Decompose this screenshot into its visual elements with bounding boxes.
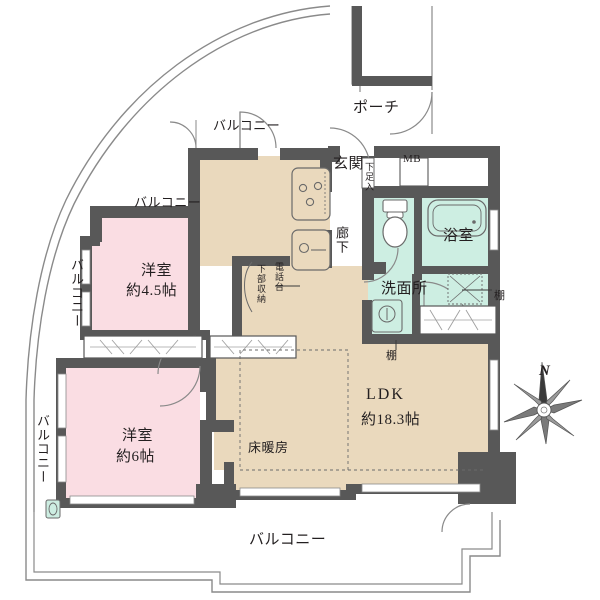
window-bath-right <box>489 209 499 251</box>
wall-washroom-bottom <box>362 334 494 344</box>
leader-lines <box>275 285 492 350</box>
bedroom-6-area: 約6帖 <box>116 449 156 465</box>
window-ldk-right <box>489 359 499 431</box>
shelf-right-label: 棚 <box>494 290 506 302</box>
wall-wet-top <box>374 186 500 198</box>
toilet-icon <box>382 199 408 248</box>
door-arc-balcony-top <box>169 121 197 149</box>
gas-stove-icon <box>291 167 331 221</box>
wall-wet-top-left <box>362 186 378 198</box>
bedroom-6-floor-fill <box>64 368 210 508</box>
wall-porch-left <box>352 6 362 84</box>
floor-heating-label: 床暖房 <box>248 440 289 455</box>
bedroom-45-floor-fill <box>100 218 196 330</box>
wall-b45-left-step <box>80 236 100 246</box>
corridor-label: 廊下 <box>334 226 349 254</box>
closet-group <box>83 305 497 359</box>
kitchen-fixtures <box>291 167 331 271</box>
window-b6-bottom <box>69 495 195 505</box>
balcony-bottom-inner <box>33 512 493 585</box>
bedroom-45-area: 約4.5帖 <box>126 283 178 299</box>
wall-toilet-left <box>362 196 374 280</box>
door-arc-balcony-right <box>441 503 471 533</box>
window-ldk-bottom-2 <box>361 483 481 493</box>
balcony-bottom-outline <box>25 520 501 593</box>
door-arc-bedroom6 <box>159 365 201 407</box>
bathroom-label: 浴室 <box>443 228 475 244</box>
wall-corner-block-bl <box>196 484 236 508</box>
wall-washroom-left <box>362 300 372 342</box>
wall-ldk-left <box>206 340 216 426</box>
entrance-label: 玄関 <box>333 156 365 172</box>
compass-north-label: N <box>539 363 551 379</box>
wall-b45-right <box>188 266 200 336</box>
bathtub-icon <box>427 199 487 237</box>
wall-b45-left-a <box>90 206 102 242</box>
wall-bottom-right-block <box>458 452 502 504</box>
lower-storage-label: 下部収納 <box>256 264 266 304</box>
wall-porch-bottom <box>352 76 432 86</box>
shoe-box <box>361 157 375 189</box>
wall-b45-top <box>90 206 198 218</box>
wall-b45-bottom <box>80 330 210 340</box>
porch-label: ポーチ <box>353 100 400 116</box>
balcony-label-left-low: バルコニー <box>35 414 50 484</box>
wall-bath-bottom <box>414 266 494 274</box>
wall-toilet-right <box>414 196 422 280</box>
wall-ldk-bottom-step <box>346 484 356 500</box>
wall-kitchen-top <box>188 148 258 160</box>
window-b45-left-2 <box>81 291 91 327</box>
wall-closet-right <box>232 256 242 352</box>
wall-washroom-topleft <box>362 262 386 274</box>
wall-storage-top <box>232 256 290 266</box>
door-group <box>157 91 471 533</box>
shelf-low-label: 棚 <box>386 350 398 362</box>
water-tap-icon <box>45 499 61 519</box>
porch-thin-1 <box>351 6 428 85</box>
phone-stand-label: 電話台 <box>274 262 284 292</box>
washroom-fixtures <box>371 273 483 333</box>
wall-b6-left <box>56 358 66 508</box>
door-arc-balcony-kitchen <box>239 111 277 149</box>
door-arc-porch-front <box>389 91 433 135</box>
balcony-label-bottom: バルコニー <box>249 532 327 548</box>
meter-box <box>399 157 429 187</box>
wall-b6-top <box>56 358 212 368</box>
door-arc-toilet <box>363 247 399 283</box>
window-b6-left-2 <box>57 435 67 483</box>
shoe-box-label: 下足入 <box>364 162 374 192</box>
window-b6-left-1 <box>57 373 67 429</box>
window-ldk-bottom-1 <box>239 487 341 497</box>
meter-box-label: MB <box>403 153 422 165</box>
storage-bracket <box>244 261 253 313</box>
balcony-label-top-2: バルコニー <box>134 195 202 210</box>
building-arc-inner <box>33 13 331 401</box>
balcony-label-left-mid: バルコニー <box>69 258 84 328</box>
ldk-name: LDK <box>366 386 405 403</box>
balcony-label-top-1: バルコニー <box>213 118 281 133</box>
wall-washroom-mid <box>412 274 420 336</box>
window-group <box>57 209 499 505</box>
washroom-label: 洗面所 <box>381 281 428 297</box>
wall-mb-top <box>374 146 428 158</box>
wall-b6-right-step <box>200 420 234 432</box>
window-b45-left-1 <box>81 249 91 285</box>
compass-rose <box>503 361 583 445</box>
bedroom-45-name: 洋室 <box>141 263 173 279</box>
building-arc-outer <box>25 5 331 401</box>
ldk-area: 約18.3帖 <box>361 412 421 428</box>
bedroom-6-name: 洋室 <box>122 428 154 444</box>
